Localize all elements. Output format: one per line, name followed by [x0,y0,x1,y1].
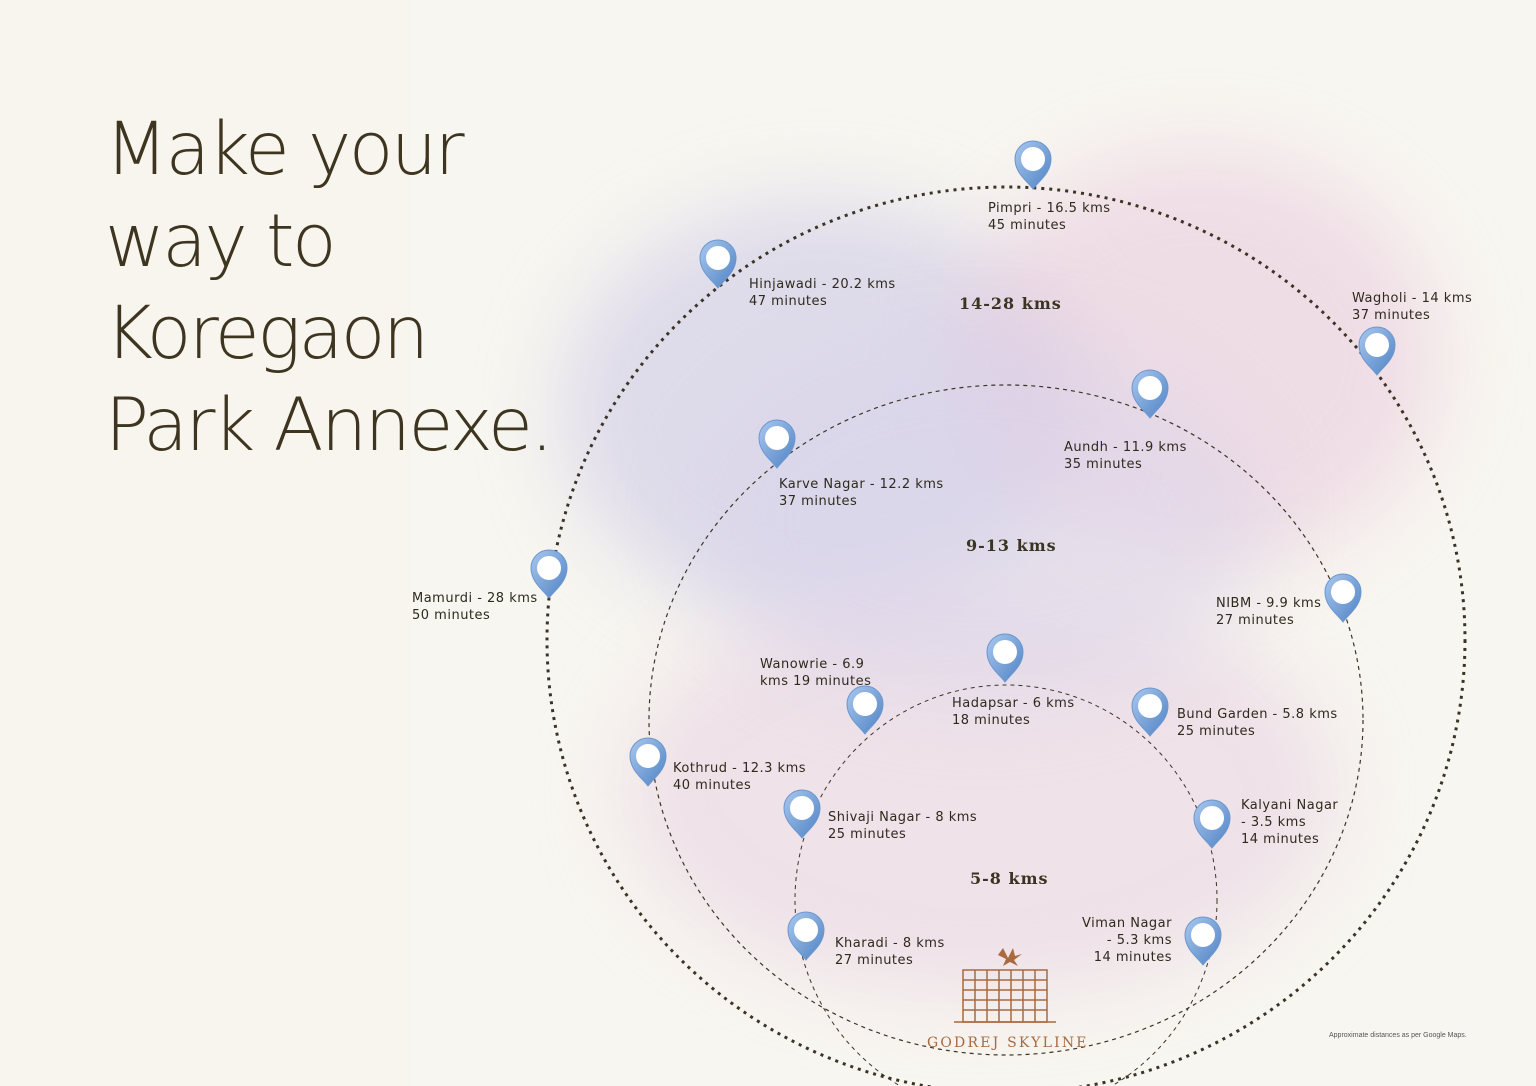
location-label-hinjawadi: Hinjawadi - 20.2 kms 47 minutes [749,276,896,310]
location-distance: Kothrud - 12.3 kms [673,761,807,776]
watercolor-wash [700,340,1260,700]
footnote: Approximate distances as per Google Maps… [1329,1032,1467,1039]
location-label-bund-garden: Bund Garden - 5.8 kms 25 minutes [1177,706,1338,740]
headline: Make your way to Koregaon Park Annexe. [105,104,554,472]
inner-ring [794,684,1218,1086]
zone-label-middle: 9-13 kms [966,536,1057,555]
location-time: 37 minutes [1352,308,1431,323]
location-time: 27 minutes [835,953,914,968]
location-distance: - 5.3 kms [1106,933,1172,948]
left-panel [0,0,410,1086]
location-distance: Hinjawadi - 20.2 kms [749,277,896,292]
location-time: 35 minutes [1064,457,1143,472]
location-distance: NIBM - 9.9 kms [1216,596,1322,611]
location-label-nibm: NIBM - 9.9 kms 27 minutes [1216,595,1321,629]
middle-ring [648,384,1364,1056]
location-time: 25 minutes [828,827,907,842]
location-distance: Pimpri - 16.5 kms [988,201,1111,216]
location-distance: Shivaji Nagar - 8 kms [828,810,978,825]
location-distance: Mamurdi - 28 kms [412,591,538,606]
headline-line: way to [105,199,337,284]
location-label-karve-nagar: Karve Nagar - 12.2 kms 37 minutes [779,476,944,510]
location-label-aundh: Aundh - 11.9 kms 35 minutes [1064,439,1187,473]
location-label-wagholi: Wagholi - 14 kms 37 minutes [1352,290,1472,324]
location-distance: Kalyani Nagar [1241,798,1339,813]
zone-label-inner: 5-8 kms [970,869,1049,888]
headline-line: Make your [105,107,465,192]
watercolor-wash [960,150,1440,570]
map-pin-icon [1324,573,1362,623]
location-distance: Viman Nagar [1082,916,1172,931]
location-label-viman-nagar: Viman Nagar - 5.3 kms 14 minutes [1060,915,1172,966]
headline-line: Koregaon [105,291,429,376]
location-label-wanowrie: Wanowrie - 6.9 kms 19 minutes [760,656,871,690]
location-label-kalyani-nagar: Kalyani Nagar - 3.5 kms 14 minutes [1241,797,1338,848]
location-time: 27 minutes [1216,613,1295,628]
location-label-kothrud: Kothrud - 12.3 kms 40 minutes [673,760,806,794]
brand-name: GODREJ SKYLINE [927,1035,1089,1051]
map-pin-icon [699,239,737,289]
map-pin-icon [783,789,821,839]
map-pin-icon [1014,140,1052,190]
location-label-mamurdi: Mamurdi - 28 kms 50 minutes [412,590,538,624]
location-time: 47 minutes [749,294,828,309]
location-time: 18 minutes [952,713,1031,728]
map-pin-icon [758,419,796,469]
location-label-kharadi: Kharadi - 8 kms 27 minutes [835,935,945,969]
location-time: 14 minutes [1241,832,1320,847]
map-pin-icon [986,633,1024,683]
location-distance: Wanowrie - 6.9 [760,657,865,672]
outer-ring [545,185,1467,1086]
map-pin-icon [1193,799,1231,849]
location-time: 50 minutes [412,608,491,623]
map-pin-icon [846,685,884,735]
location-distance: Wagholi - 14 kms [1352,291,1473,306]
map-pin-icon [787,911,825,961]
zone-label-outer: 14-28 kms [959,294,1062,313]
location-label-hadapsar: Hadapsar - 6 kms 18 minutes [952,695,1075,729]
location-distance: Kharadi - 8 kms [835,936,945,951]
location-distance: Aundh - 11.9 kms [1064,440,1187,455]
location-time: kms 19 minutes [760,674,872,689]
location-time: 37 minutes [779,494,858,509]
map-pin-icon [629,737,667,787]
location-distance: Bund Garden - 5.8 kms [1177,707,1338,722]
godrej-skyline-logo-icon [954,948,1056,1023]
map-pin-icon [1184,916,1222,966]
map-pin-icon [1131,369,1169,419]
location-time: 45 minutes [988,218,1067,233]
location-label-shivaji-nagar: Shivaji Nagar - 8 kms 25 minutes [828,809,977,843]
headline-line: Park Annexe. [105,383,554,468]
location-distance: - 3.5 kms [1241,815,1307,830]
location-distance: Karve Nagar - 12.2 kms [779,477,944,492]
location-time: 25 minutes [1177,724,1256,739]
location-label-pimpri: Pimpri - 16.5 kms 45 minutes [988,200,1111,234]
location-distance: Hadapsar - 6 kms [952,696,1075,711]
location-time: 40 minutes [673,778,752,793]
map-pin-icon [1131,687,1169,737]
map-pin-icon [1358,326,1396,376]
location-time: 14 minutes [1093,950,1172,965]
